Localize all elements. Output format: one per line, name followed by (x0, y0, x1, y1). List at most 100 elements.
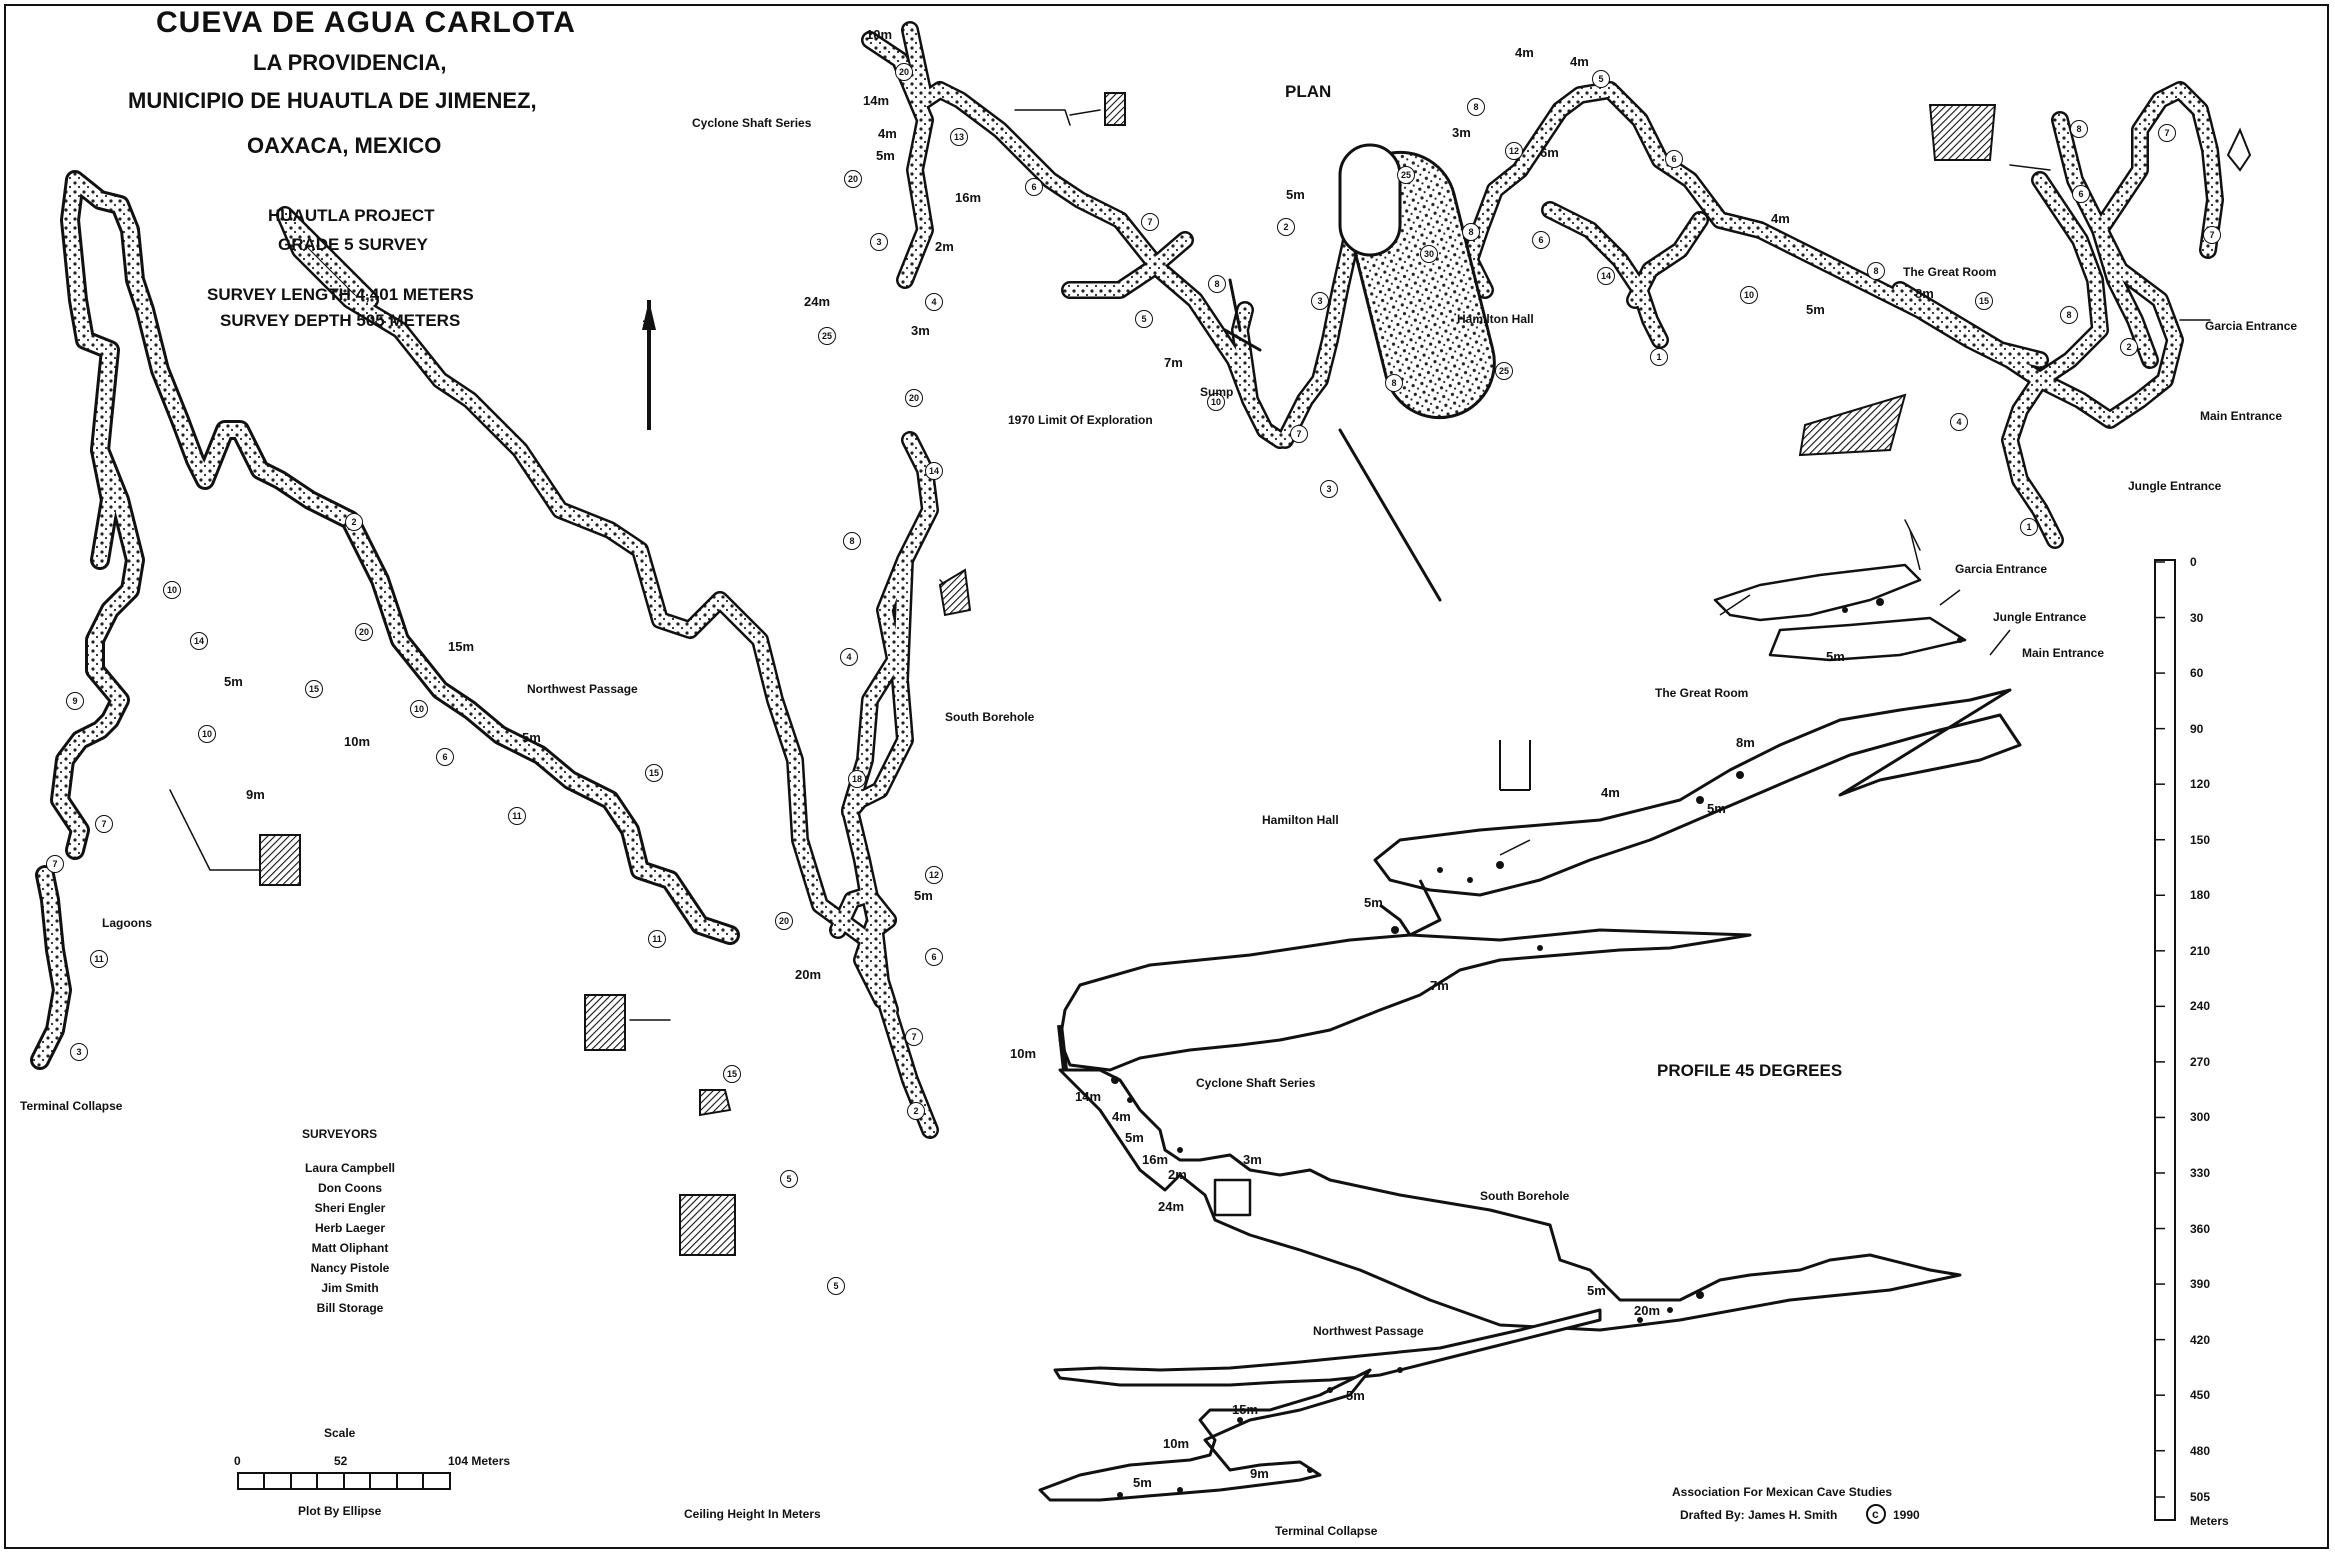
scale-label-mid: 52 (334, 1454, 348, 1468)
plan-mark: 9m (246, 787, 265, 802)
profile-mark: 16m (1142, 1152, 1169, 1167)
map-title: CUEVA DE AGUA CARLOTA (156, 6, 576, 39)
plan-mark: 5m (224, 674, 243, 689)
plan-mark: 16m (955, 190, 982, 205)
profile-mark: 10m (1010, 1046, 1037, 1061)
depth-tick-label: 300 (2190, 1110, 2211, 1125)
depth-tick-label: 120 (2190, 777, 2211, 792)
plan-label-main-entrance: Main Entrance (2200, 409, 2283, 423)
project-name: HUAUTLA PROJECT (268, 206, 435, 225)
plan-mark: 5m (1806, 302, 1825, 317)
depth-tick-label: 0 (2190, 555, 2197, 569)
profile-label-south-borehole: South Borehole (1480, 1189, 1570, 1203)
plan-mark: 5m (522, 730, 541, 745)
plan-label-hamilton-hall: Hamilton Hall (1457, 312, 1534, 326)
surveyor-name: Sheri Engler (314, 1201, 386, 1215)
plan-label-1970-limit: 1970 Limit Of Exploration (1008, 413, 1153, 427)
depth-tick-label: 480 (2190, 1443, 2211, 1458)
profile-title: PROFILE 45 DEGREES (1657, 1061, 1843, 1080)
depth-scale-graphic (2154, 559, 2176, 1521)
surveyors-heading: SURVEYORS (302, 1127, 378, 1141)
plan-label-northwest-passage: Northwest Passage (527, 682, 638, 696)
profile-mark: 10m (1163, 1436, 1190, 1451)
profile-mark: 5m (1125, 1130, 1144, 1145)
profile-label-garcia-entrance: Garcia Entrance (1955, 562, 2048, 576)
plan-mark: 4m (1570, 54, 1589, 69)
profile-mark: 7m (1430, 978, 1449, 993)
copyright-mark: c (1872, 1507, 1879, 1521)
plan-mark: 20m (795, 967, 822, 982)
scale-label-zero: 0 (234, 1454, 241, 1468)
profile-mark: 3m (1243, 1152, 1262, 1167)
profile-mark: 5m (1133, 1475, 1152, 1490)
profile-mark: 14m (1075, 1089, 1102, 1104)
profile-label-jungle-entrance: Jungle Entrance (1993, 610, 2087, 624)
profile-mark: 20m (1634, 1303, 1661, 1318)
survey-length: SURVEY LENGTH 4,401 METERS (207, 285, 474, 304)
depth-tick-label: 60 (2190, 666, 2204, 681)
depth-tick-label: 360 (2190, 1221, 2211, 1236)
plan-mark: 8m (1915, 286, 1934, 301)
plan-label-cyclone-shaft: Cyclone Shaft Series (692, 116, 812, 130)
profile-mark: 5m (1346, 1388, 1365, 1403)
title-municipality: MUNICIPIO DE HUAUTLA DE JIMENEZ, (128, 88, 537, 113)
plot-note: Plot By Ellipse (298, 1504, 382, 1518)
profile-label-cyclone-shaft: Cyclone Shaft Series (1196, 1076, 1316, 1090)
plan-mark: 5m (1286, 187, 1305, 202)
profile-mark: 4m (1112, 1109, 1131, 1124)
plan-label-great-room: The Great Room (1903, 265, 1997, 279)
profile-mark: 8m (1736, 735, 1755, 750)
profile-label-great-room: The Great Room (1655, 686, 1749, 700)
north-arrow-label: N (640, 319, 655, 329)
surveyor-name: Laura Campbell (304, 1161, 396, 1175)
depth-tick-label: 330 (2190, 1165, 2211, 1180)
surveyor-name: Matt Oliphant (311, 1241, 389, 1255)
survey-grade: GRADE 5 SURVEY (278, 235, 428, 254)
plan-label-garcia-entrance: Garcia Entrance (2205, 319, 2298, 333)
plan-mark: 5m (914, 888, 933, 903)
credit-organization: Association For Mexican Cave Studies (1672, 1485, 1893, 1499)
plan-mark: 10m (866, 27, 893, 42)
plan-mark: 7m (1164, 355, 1183, 370)
profile-mark: 5m (1707, 801, 1726, 816)
plan-mark: 3m (1452, 125, 1471, 140)
plan-label-lagoons: Lagoons (102, 916, 152, 930)
scale-title: Scale (324, 1426, 356, 1440)
profile-mark: 5m (1826, 649, 1845, 664)
surveyor-name: Jim Smith (321, 1281, 379, 1295)
depth-tick-label: 505 (2190, 1490, 2211, 1504)
depth-tick-label: 240 (2190, 999, 2211, 1014)
surveyor-name: Herb Laeger (314, 1221, 386, 1235)
profile-mark: 15m (1232, 1402, 1259, 1417)
credit-year: 1990 (1893, 1508, 1920, 1522)
horizontal-scale-graphic (237, 1472, 451, 1490)
plan-mark: 2m (935, 239, 954, 254)
profile-mark: 4m (1601, 785, 1620, 800)
profile-label-hamilton-hall: Hamilton Hall (1262, 813, 1339, 827)
plan-mark: 4m (1771, 211, 1790, 226)
plan-mark: 4m (878, 126, 897, 141)
plan-mark: 5m (876, 148, 895, 163)
map-border (4, 4, 2329, 1549)
depth-tick-label: 180 (2190, 888, 2211, 903)
surveyor-name: Nancy Pistole (310, 1261, 390, 1275)
survey-depth: SURVEY DEPTH 505 METERS (220, 311, 461, 330)
plan-label-jungle-entrance: Jungle Entrance (2128, 479, 2222, 493)
profile-mark: 5m (1587, 1283, 1606, 1298)
depth-tick-label: 450 (2190, 1388, 2211, 1403)
profile-mark: 2m (1168, 1167, 1187, 1182)
plan-passages (30, 21, 2224, 1139)
ceiling-height-note: Ceiling Height In Meters (684, 1507, 821, 1521)
title-locality: LA PROVIDENCIA, (253, 50, 447, 75)
plan-label-south-borehole: South Borehole (945, 710, 1035, 724)
profile-mark: 9m (1250, 1466, 1269, 1481)
depth-tick-label: 150 (2190, 832, 2211, 847)
profile-label-main-entrance: Main Entrance (2022, 646, 2105, 660)
profile-label-terminal-collapse: Terminal Collapse (1275, 1524, 1378, 1538)
credit-drafter: Drafted By: James H. Smith (1680, 1508, 1838, 1522)
depth-tick-label: 210 (2190, 943, 2211, 958)
plan-mark: 24m (804, 294, 831, 309)
plan-mark: 14m (863, 93, 890, 108)
scale-label-end: 104 Meters (448, 1454, 511, 1468)
